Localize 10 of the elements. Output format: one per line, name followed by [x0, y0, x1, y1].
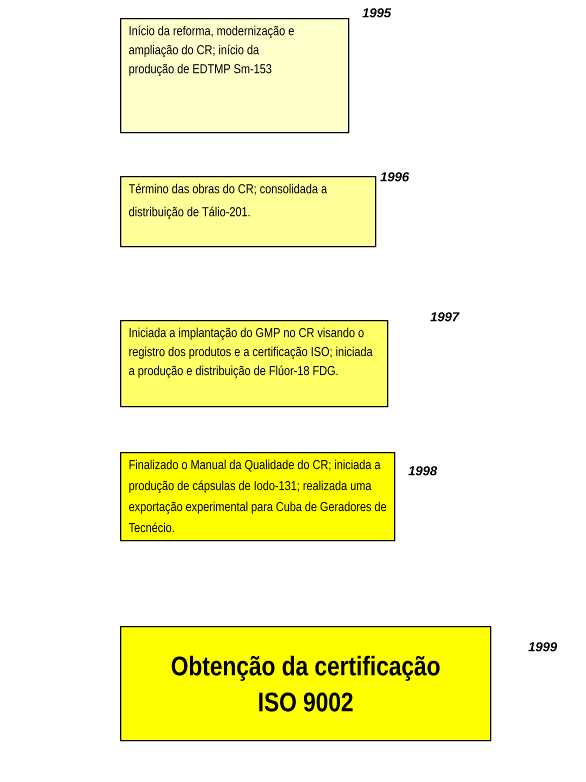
event-box: Iniciada a implantação do GMP no CR visando o registro dos produtos e a certificação ISO; iniciada a produção e distribuição de Flúor-18 FDG.	[120, 320, 388, 408]
year-label: 1995	[362, 8, 392, 18]
year-label: 1998	[408, 466, 438, 476]
event-box: Finalizado o Manual da Qualidade do CR; iniciada a produção de cápsulas de Iodo-131; realizada uma exportação experimental para Cuba de Geradores de Tecnécio.	[120, 452, 396, 542]
year-label: 1997	[430, 312, 460, 322]
event-box: Término das obras do CR; consolidada a distribuição de Tálio-201.	[120, 176, 376, 248]
event-box: Início da reforma, modernização e ampliação do CR; início da produção de EDTMP Sm-153	[120, 18, 350, 134]
event-box: Obtenção da certificação ISO 9002	[120, 626, 492, 742]
year-label: 1996	[380, 172, 410, 182]
year-label: 1999	[528, 642, 558, 652]
